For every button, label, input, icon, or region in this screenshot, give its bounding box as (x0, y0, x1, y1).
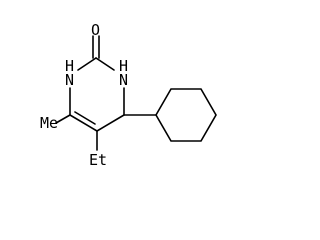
ethyl-label: Et (89, 151, 107, 169)
n1-label: N (65, 71, 74, 89)
oxygen-label: O (91, 21, 100, 39)
structure-diagram: O N H H N Me Et (40, 21, 217, 169)
n3-hydrogen-label: H (119, 57, 128, 75)
bond-c6-me (55, 114, 71, 124)
methyl-label: Me (40, 114, 58, 132)
n3-label: N (119, 71, 128, 89)
bond-c5-c6-a (69, 114, 98, 132)
cyclohexyl-ring (155, 88, 217, 142)
bond-c2-n3 (95, 57, 115, 71)
molecule-drawing: O N H H N Me Et (40, 21, 217, 169)
n1-hydrogen-label: H (65, 57, 74, 75)
bond-c2-n1 (77, 57, 97, 71)
bond-c5-c6-b (74, 111, 96, 125)
bond-c4-c5 (96, 114, 125, 132)
